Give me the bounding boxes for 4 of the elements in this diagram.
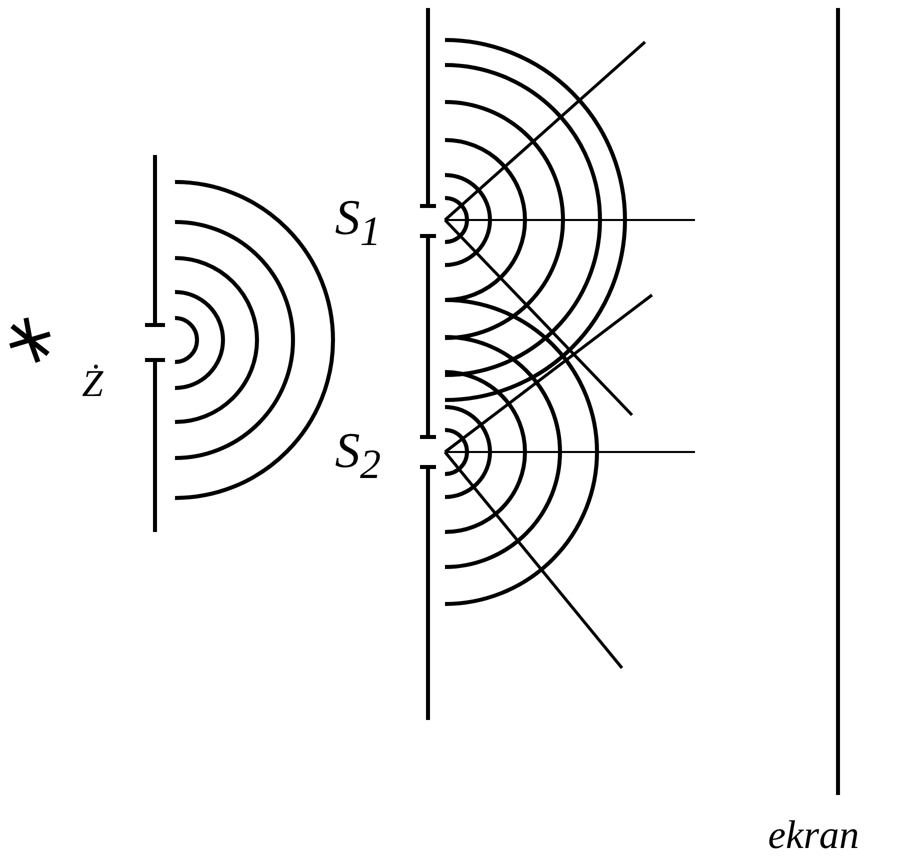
screen-label: ekran bbox=[768, 815, 860, 855]
slit-label: S$_{1}$ bbox=[335, 192, 381, 254]
slit-label: S$_{2}$ bbox=[335, 425, 381, 487]
slit-label: Ż bbox=[82, 365, 104, 403]
